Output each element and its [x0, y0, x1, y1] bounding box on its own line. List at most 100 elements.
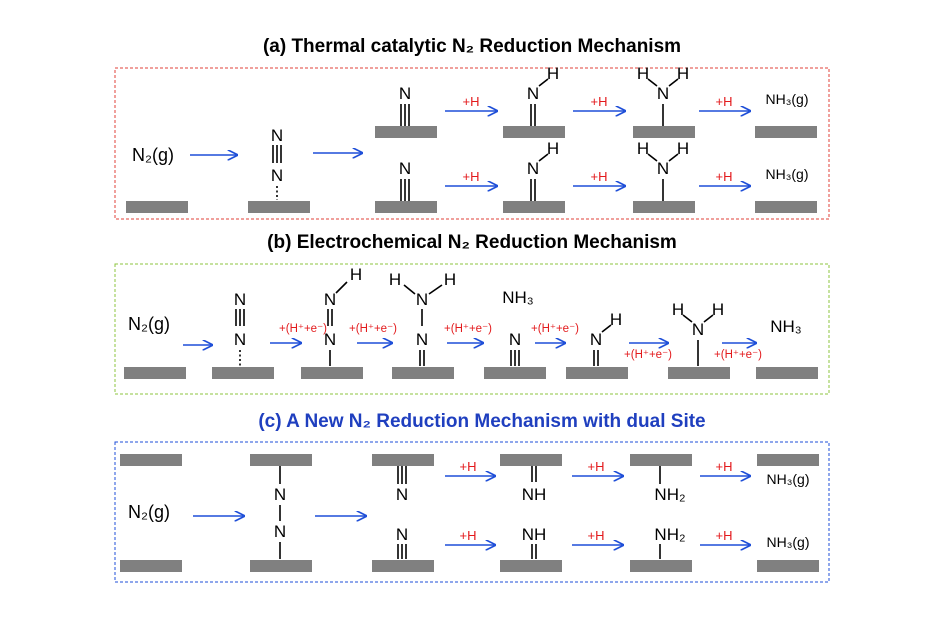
plus-h-label: +H: [591, 94, 608, 109]
surface-slab: [372, 560, 434, 572]
atom-n: N: [324, 290, 336, 309]
plus-h-label: +H: [716, 459, 733, 474]
surface-slab: [756, 367, 818, 379]
title-c: (c) A New N₂ Reduction Mechanism with du…: [258, 411, 705, 432]
bond-line: [403, 284, 416, 295]
surface-slab: [375, 126, 437, 138]
surface-slab: [503, 126, 565, 138]
atom-h: H: [677, 139, 689, 158]
surface-slab: [120, 560, 182, 572]
surface-slab: [633, 201, 695, 213]
atom-n: N: [399, 159, 411, 178]
atom-h: H: [610, 310, 622, 329]
surface-slab: [668, 367, 730, 379]
atom-n: N: [396, 485, 408, 504]
atom-n: N: [657, 84, 669, 103]
nh3g-label: NH₃(g): [766, 471, 809, 487]
surface-slab: [126, 201, 188, 213]
atom-n: N: [396, 525, 408, 544]
surface-slab: [630, 454, 692, 466]
plus-h-e-label: +(H⁺+e⁻): [444, 323, 492, 335]
bond-line: [538, 153, 549, 162]
nh2-label: NH₂: [654, 485, 685, 504]
n2g-label: N₂(g): [128, 502, 170, 522]
surface-slab: [484, 367, 546, 379]
plus-h-label: +H: [463, 94, 480, 109]
plus-h-label: +H: [716, 528, 733, 543]
atom-h: H: [637, 64, 649, 83]
plus-h-label: +H: [588, 459, 605, 474]
plus-h-e-label: +(H⁺+e⁻): [349, 323, 397, 335]
plus-h-label: +H: [716, 94, 733, 109]
plus-h-label: +H: [716, 169, 733, 184]
atom-n: N: [324, 330, 336, 349]
surface-slab: [755, 201, 817, 213]
atom-h: H: [389, 270, 401, 289]
atom-h: H: [637, 139, 649, 158]
nh3-label: NH₃: [502, 288, 533, 307]
bond-line: [668, 153, 679, 162]
surface-slab: [375, 201, 437, 213]
surface-slab: [757, 454, 819, 466]
panel-b-border: [114, 263, 830, 395]
nh3-label: NH₃: [770, 317, 801, 336]
surface-slab: [301, 367, 363, 379]
plus-h-label: +H: [460, 459, 477, 474]
surface-slab: [500, 560, 562, 572]
surface-slab: [500, 454, 562, 466]
atom-n: N: [416, 290, 428, 309]
plus-h-e-label: +(H⁺+e⁻): [531, 323, 579, 335]
atom-n: N: [274, 485, 286, 504]
atom-n: N: [590, 330, 602, 349]
surface-slab: [630, 560, 692, 572]
panel-a-border: [114, 67, 830, 220]
plus-h-e-label: +(H⁺+e⁻): [279, 323, 327, 335]
title-b: (b) Electrochemical N₂ Reduction Mechani…: [267, 232, 677, 253]
atom-n: N: [234, 330, 246, 349]
plus-h-label: +H: [591, 169, 608, 184]
bond-line: [703, 314, 714, 323]
atom-n: N: [416, 330, 428, 349]
atom-h: H: [350, 265, 362, 284]
bond-line: [601, 324, 612, 333]
surface-slab: [372, 454, 434, 466]
plus-h-e-label: +(H⁺+e⁻): [714, 349, 762, 361]
bond-line: [682, 314, 693, 323]
n2g-label: N₂(g): [128, 314, 170, 334]
nh-label: NH: [522, 525, 547, 544]
panel-c-border: [114, 441, 830, 583]
atom-n: N: [271, 126, 283, 145]
atom-h: H: [547, 64, 559, 83]
bond-line: [647, 153, 658, 162]
surface-slab: [757, 560, 819, 572]
atom-n: N: [399, 84, 411, 103]
nh3g-label: NH₃(g): [766, 534, 809, 550]
bond-line: [335, 281, 348, 294]
surface-slab: [503, 201, 565, 213]
atom-h: H: [712, 300, 724, 319]
surface-slab: [755, 126, 817, 138]
atom-n: N: [509, 330, 521, 349]
nh2-label: NH₂: [654, 525, 685, 544]
atom-n: N: [527, 84, 539, 103]
surface-slab: [250, 454, 312, 466]
atom-n: N: [274, 522, 286, 541]
atom-n: N: [234, 290, 246, 309]
surface-slab: [250, 560, 312, 572]
nh3g-label: NH₃(g): [765, 166, 808, 182]
plus-h-label: +H: [460, 528, 477, 543]
atom-h: H: [677, 64, 689, 83]
atom-h: H: [672, 300, 684, 319]
nh3g-label: NH₃(g): [765, 91, 808, 107]
atom-n: N: [657, 159, 669, 178]
atom-n: N: [271, 166, 283, 185]
atom-h: H: [444, 270, 456, 289]
surface-slab: [120, 454, 182, 466]
surface-slab: [633, 126, 695, 138]
plus-h-label: +H: [463, 169, 480, 184]
bond-line: [647, 78, 658, 87]
